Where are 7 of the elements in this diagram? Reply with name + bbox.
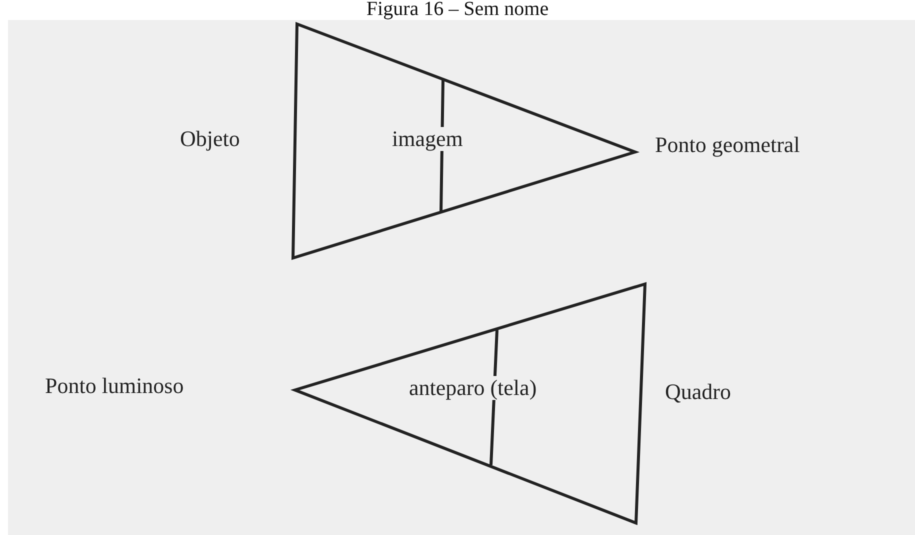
figure-title: Figura 16 – Sem nome — [365, 0, 550, 21]
screen-label: anteparo (tela) — [407, 376, 539, 400]
light-point-label: Ponto luminoso — [45, 374, 184, 398]
geometral-point-label: Ponto geometral — [655, 133, 800, 158]
frame-label: Quadro — [665, 380, 731, 404]
object-label: Objeto — [180, 127, 240, 152]
image-label: imagem — [390, 127, 465, 152]
